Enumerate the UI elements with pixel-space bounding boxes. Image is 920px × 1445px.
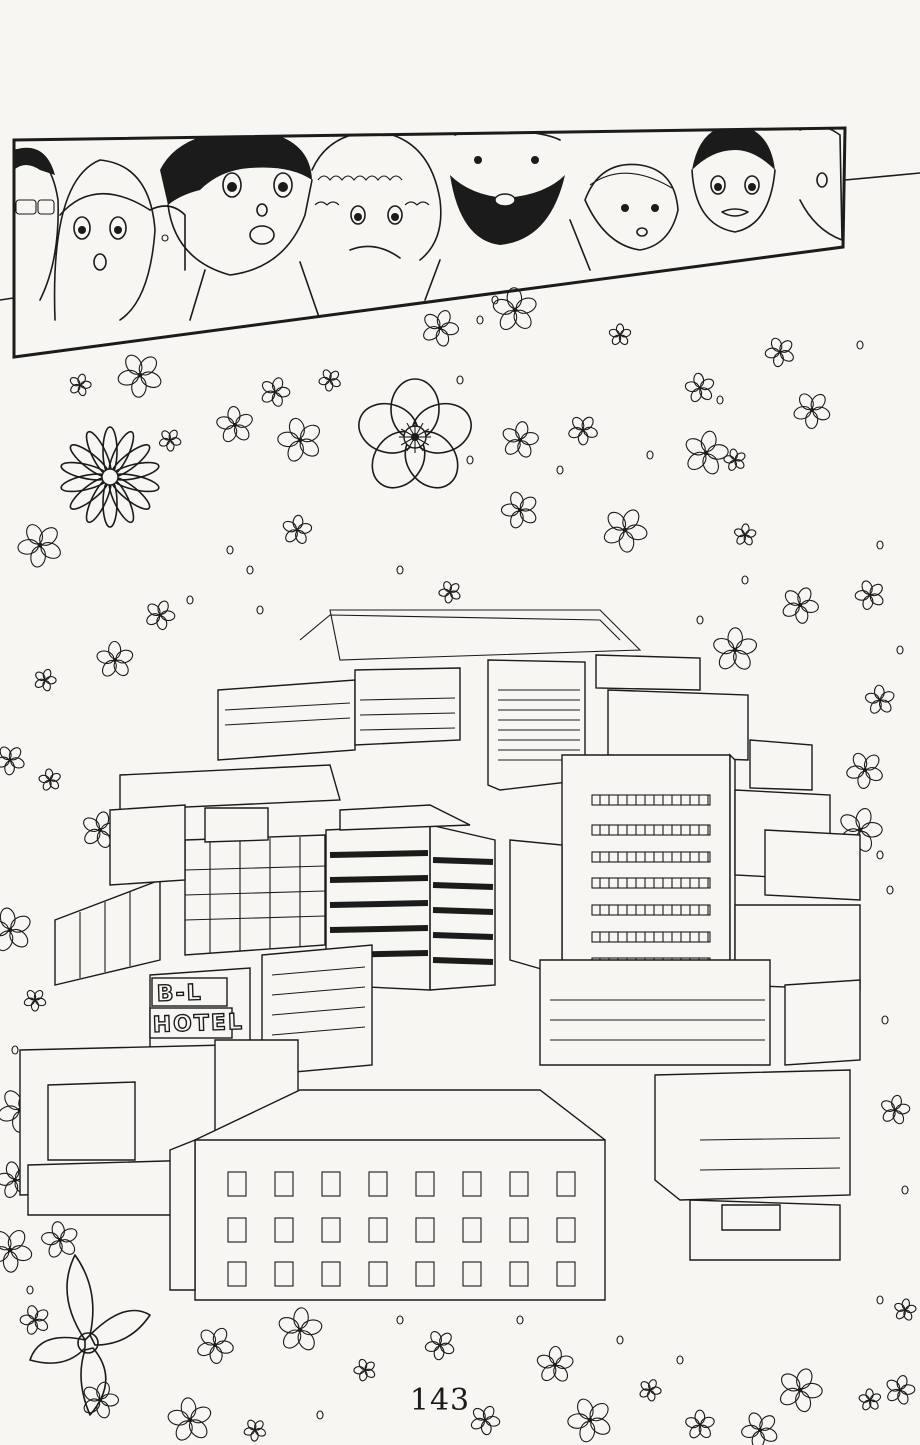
large-flower-top — [358, 378, 472, 489]
face-boy — [160, 130, 321, 321]
building-far-left — [217, 679, 356, 761]
building-left-grid — [184, 807, 326, 956]
face-black-hair-guy — [691, 128, 776, 233]
building-front-large — [169, 1089, 606, 1301]
hotel-sign-line1: B-L — [156, 980, 203, 1007]
crowd-panel — [12, 126, 847, 359]
building-hotel: B-L HOTEL — [149, 967, 251, 1051]
building-far-center — [354, 667, 461, 746]
hotel-sign-line2: HOTEL — [152, 1010, 244, 1038]
face-bearded-man — [424, 128, 591, 301]
building-far-right — [595, 654, 813, 791]
falling-flowers — [0, 287, 917, 1445]
large-daisy-left — [60, 426, 160, 528]
city-skyline: B-L HOTEL — [19, 609, 861, 1301]
face-girl-bangs — [53, 159, 156, 321]
page-number: 143 — [409, 1383, 471, 1418]
face-right-edge-man — [799, 128, 843, 241]
face-curly-woman — [311, 131, 442, 261]
face-woman-hand — [584, 163, 679, 251]
building-left-edge — [54, 764, 341, 986]
building-center-low — [539, 959, 861, 1066]
building-right-front — [654, 1069, 851, 1261]
building-tall-tower — [509, 753, 736, 982]
face-glasses-man — [14, 147, 59, 301]
building-striped-tower — [487, 659, 586, 791]
large-lily-bottom-left — [29, 1254, 151, 1416]
face-old-man — [149, 205, 186, 271]
